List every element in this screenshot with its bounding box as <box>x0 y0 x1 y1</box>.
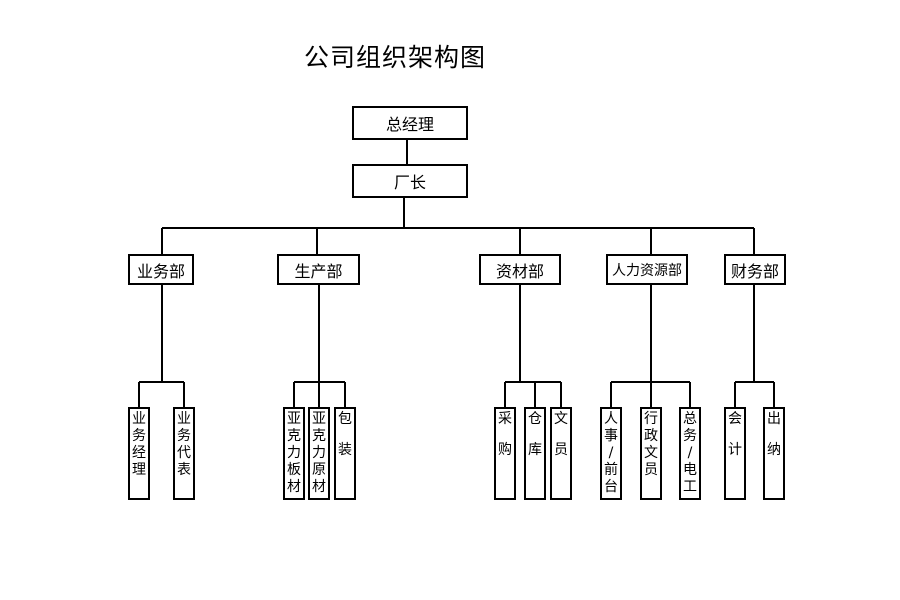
unit-char: 工 <box>683 479 697 495</box>
unit-acrylic-sheet: 亚克力板材 <box>283 407 305 500</box>
unit-char: 采 <box>498 411 512 427</box>
unit-char: 务 <box>132 428 146 444</box>
unit-acrylic-raw: 亚克力原材 <box>308 407 330 500</box>
unit-packaging: 包装 <box>334 407 356 500</box>
unit-char: 业 <box>177 411 191 427</box>
ceo-label: 总经理 <box>385 115 434 134</box>
ceo-box: 总经理 <box>352 106 468 140</box>
unit-char: 前 <box>604 462 618 478</box>
unit-char: 经 <box>132 445 146 461</box>
unit-char: 购 <box>498 442 512 458</box>
unit-char: 力 <box>312 445 326 461</box>
dept-finance-label: 财务部 <box>730 261 779 281</box>
unit-warehouse: 仓库 <box>524 407 546 500</box>
unit-personnel-reception: 人事/前台 <box>600 407 622 500</box>
unit-char: 业 <box>132 411 146 427</box>
unit-char: 板 <box>287 462 301 478</box>
unit-clerk: 文员 <box>550 407 572 500</box>
unit-char: 亚 <box>287 411 301 427</box>
unit-char: 人 <box>604 411 618 427</box>
unit-char: 克 <box>312 428 326 444</box>
unit-char: 务 <box>683 428 697 444</box>
unit-char: 政 <box>644 428 658 444</box>
unit-char: 亚 <box>312 411 326 427</box>
unit-purchasing: 采购 <box>494 407 516 500</box>
unit-char: 纳 <box>767 442 781 458</box>
unit-sales-rep: 业务代表 <box>173 407 195 500</box>
unit-char: 会 <box>728 411 742 427</box>
unit-char: 材 <box>312 479 326 495</box>
unit-char: / <box>687 445 693 461</box>
unit-char: / <box>608 445 614 461</box>
unit-char: 总 <box>683 411 697 427</box>
unit-char: 计 <box>728 442 742 458</box>
unit-char: 库 <box>528 442 542 458</box>
unit-char: 表 <box>177 462 191 478</box>
dept-sales-label: 业务部 <box>136 261 185 281</box>
unit-char: 理 <box>132 462 146 478</box>
unit-char: 仓 <box>528 411 542 427</box>
unit-sales-manager: 业务经理 <box>128 407 150 500</box>
unit-char: 代 <box>177 445 191 461</box>
unit-char: 出 <box>767 411 781 427</box>
unit-char: 电 <box>683 462 697 478</box>
unit-char: 务 <box>177 428 191 444</box>
dept-materials-box: 资材部 <box>479 254 561 285</box>
dept-production-box: 生产部 <box>277 254 360 285</box>
factory-director-box: 厂长 <box>352 164 468 198</box>
unit-general-affairs-electrician: 总务/电工 <box>679 407 701 500</box>
unit-char: 包 <box>338 411 352 427</box>
unit-char: 原 <box>312 462 326 478</box>
dept-sales-box: 业务部 <box>128 254 194 285</box>
dept-hr-box: 人力资源部 <box>606 254 688 285</box>
unit-cashier: 出纳 <box>763 407 785 500</box>
unit-char: 文 <box>644 445 658 461</box>
unit-char: 事 <box>604 428 618 444</box>
unit-char: 员 <box>644 462 658 478</box>
unit-char: 台 <box>604 479 618 495</box>
unit-char: 文 <box>554 411 568 427</box>
dept-finance-box: 财务部 <box>724 254 786 285</box>
unit-admin-clerk: 行政文员 <box>640 407 662 500</box>
unit-accountant: 会计 <box>724 407 746 500</box>
dept-hr-label: 人力资源部 <box>612 262 682 279</box>
factory-director-label: 厂长 <box>393 173 426 192</box>
unit-char: 员 <box>554 442 568 458</box>
unit-char: 材 <box>287 479 301 495</box>
dept-materials-label: 资材部 <box>495 261 544 281</box>
unit-char: 克 <box>287 428 301 444</box>
unit-char: 力 <box>287 445 301 461</box>
dept-production-label: 生产部 <box>294 261 343 281</box>
unit-char: 装 <box>338 442 352 458</box>
chart-title: 公司组织架构图 <box>304 43 487 72</box>
unit-char: 行 <box>644 411 658 427</box>
